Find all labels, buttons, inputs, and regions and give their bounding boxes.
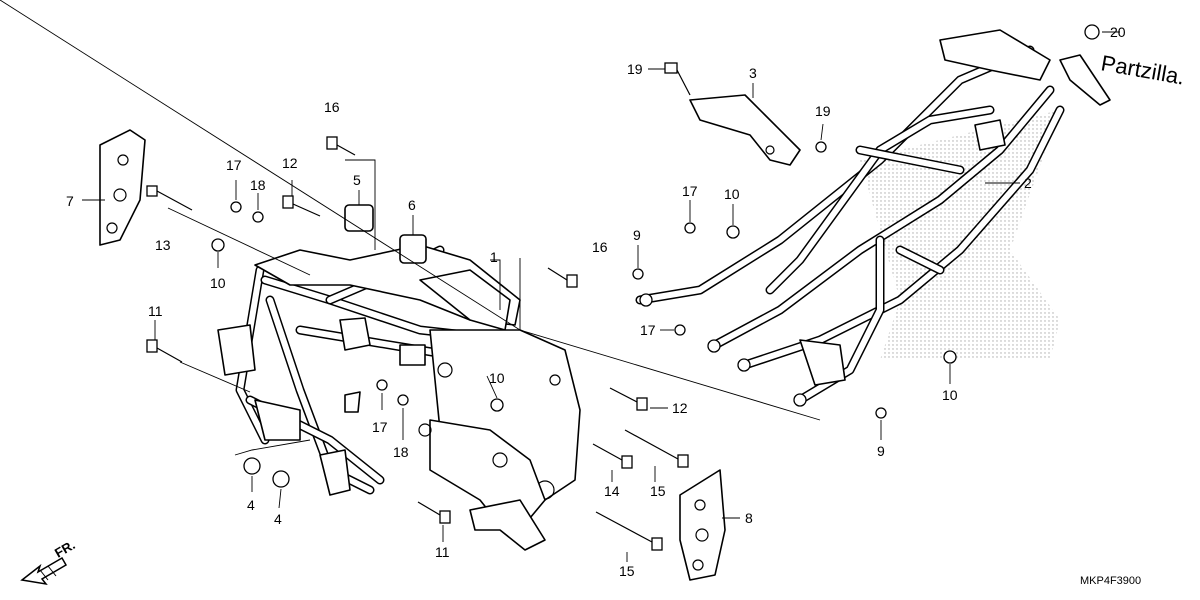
bolt-19a: [664, 62, 691, 96]
callout-9: 9: [633, 227, 641, 243]
callout-3: 3: [749, 65, 757, 81]
callout-17b: 17: [372, 419, 388, 435]
bolt-15b: [595, 511, 663, 551]
callout-20: 20: [1110, 24, 1126, 40]
callout-15b: 15: [619, 563, 635, 579]
callout-2: 2: [1024, 175, 1032, 191]
front-label: FR.: [52, 537, 78, 560]
bolt-11b: [417, 501, 451, 524]
bolt-15a: [624, 429, 689, 468]
callout-9b: 9: [877, 443, 885, 459]
nut-10a: [211, 238, 225, 252]
callout-11: 11: [148, 303, 163, 319]
callout-18: 18: [250, 177, 266, 193]
bolts[interactable]: [146, 62, 691, 551]
bolt-16b: [547, 267, 578, 288]
callout-4: 4: [247, 497, 255, 513]
nut-10d: [943, 350, 957, 364]
collar-6[interactable]: [399, 234, 427, 264]
callout-1: 1: [490, 249, 498, 265]
callout-17d: 17: [640, 322, 656, 338]
bolt-13: [146, 185, 193, 211]
callout-6: 6: [408, 197, 416, 213]
front-arrow-icon: [20, 556, 68, 586]
washer-18a: [252, 211, 264, 223]
diagram-reference-code: MKP4F3900: [1080, 575, 1141, 587]
nut-17a: [230, 201, 242, 213]
washer-18b: [397, 394, 409, 406]
callout-17: 17: [226, 157, 242, 173]
engine-hanger-plate-7[interactable]: [99, 129, 146, 246]
callout-10: 10: [210, 275, 226, 291]
callout-7: 7: [66, 193, 74, 209]
callout-12: 12: [282, 155, 298, 171]
bolt-12b: [609, 387, 648, 411]
callout-5: 5: [353, 172, 361, 188]
callouts: 7 13 10 17 18 12 16 5 6 1 16 11 10 17 18…: [66, 24, 1126, 579]
collar-4a: [243, 457, 261, 475]
callout-16b: 16: [592, 239, 608, 255]
nut-17d: [674, 324, 686, 336]
nut-9a: [632, 268, 644, 280]
callout-10c: 10: [724, 186, 740, 202]
collar-5[interactable]: [344, 204, 374, 232]
bolt-12a: [282, 195, 321, 217]
nut-10c: [726, 225, 740, 239]
bolt-16a: [326, 136, 356, 156]
bracket-3[interactable]: [689, 94, 801, 166]
callout-19: 19: [627, 61, 643, 77]
bolt-11a: [146, 339, 183, 363]
nut-17c: [684, 222, 696, 234]
collar-4b: [272, 470, 290, 488]
nut-17b: [376, 379, 388, 391]
callout-15: 15: [650, 483, 666, 499]
callout-19b: 19: [815, 103, 831, 119]
nut-10b: [490, 398, 504, 412]
callout-18b: 18: [393, 444, 409, 460]
engine-hanger-plate-8[interactable]: [679, 469, 726, 581]
rear-subframe[interactable]: [635, 29, 1111, 407]
callout-16: 16: [324, 99, 340, 115]
callout-13: 13: [155, 237, 171, 253]
bolt-14: [592, 443, 633, 469]
nut-20: [1084, 24, 1100, 40]
leader-lines: [0, 0, 1120, 562]
nut-19b: [815, 141, 827, 153]
callout-17c: 17: [682, 183, 698, 199]
callout-11b: 11: [435, 544, 450, 560]
watermark-text: Partzilla.: [1099, 50, 1186, 89]
nuts-washers[interactable]: [211, 24, 1100, 488]
callout-10b: 10: [489, 370, 505, 386]
callout-4b: 4: [274, 511, 282, 527]
callout-12b: 12: [672, 400, 688, 416]
callout-10d: 10: [942, 387, 958, 403]
callout-8: 8: [745, 510, 753, 526]
nut-9b: [875, 407, 887, 419]
callout-14: 14: [604, 483, 620, 499]
front-direction-indicator: FR.: [20, 537, 78, 586]
